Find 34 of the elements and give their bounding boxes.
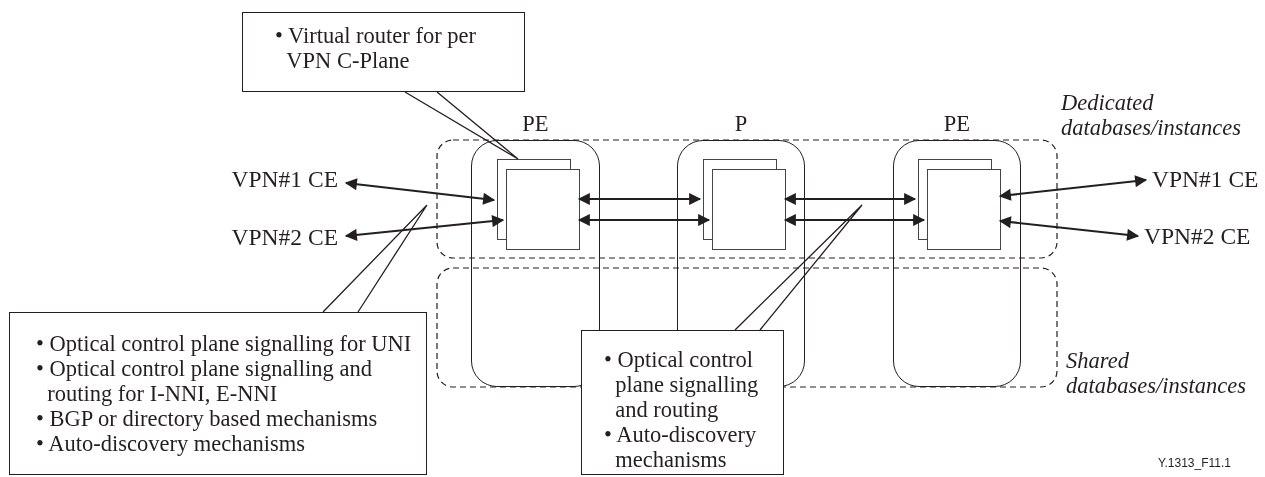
- region-label: Shared databases/instances: [1066, 348, 1247, 398]
- element-label: PE: [521, 111, 550, 136]
- element-label: P: [733, 111, 749, 136]
- bullet-text: • Auto-discovery mechanisms: [604, 422, 758, 472]
- double-arrow: [577, 213, 711, 227]
- callout-box: [242, 12, 525, 92]
- bullet-text: • Auto-discovery mechanisms: [36, 431, 307, 456]
- callout-pointer: [404, 91, 519, 160]
- bullet-text: • BGP or directory based mechanisms: [36, 406, 379, 431]
- bullet-text: • Optical control plane signalling for UNI: [36, 331, 413, 356]
- ce-label: VPN#2 CE: [218, 222, 338, 252]
- instance-stack: [497, 159, 580, 250]
- callout-pointer: [734, 204, 863, 331]
- instance-stack: [918, 159, 1001, 250]
- double-arrow: [998, 216, 1140, 241]
- element-label: PE: [942, 111, 972, 136]
- double-arrow: [344, 215, 505, 241]
- callout-pointer: [322, 204, 428, 313]
- double-arrow: [998, 175, 1148, 201]
- ce-label: VPN#1 CE: [218, 164, 338, 194]
- double-arrow: [344, 178, 496, 205]
- callout-box: [9, 312, 427, 475]
- bullet-text: • Optical control plane signalling and routing for I-NNI, E-NNI: [36, 356, 373, 406]
- region-label: Dedicated databases/instances: [1061, 90, 1242, 140]
- bullet-text: • Optical control plane signalling and routing: [604, 347, 760, 422]
- instance-stack: [703, 159, 786, 250]
- ce-label: VPN#2 CE: [1144, 221, 1256, 251]
- callout-box: [581, 330, 784, 475]
- ce-label: VPN#1 CE: [1152, 164, 1264, 194]
- bullet-text: • Virtual router for per VPN C-Plane: [275, 23, 478, 73]
- figure-id: Y.1313_F11.1: [1158, 456, 1232, 470]
- double-arrow: [577, 192, 702, 206]
- double-arrow: [783, 192, 917, 206]
- double-arrow: [783, 213, 926, 227]
